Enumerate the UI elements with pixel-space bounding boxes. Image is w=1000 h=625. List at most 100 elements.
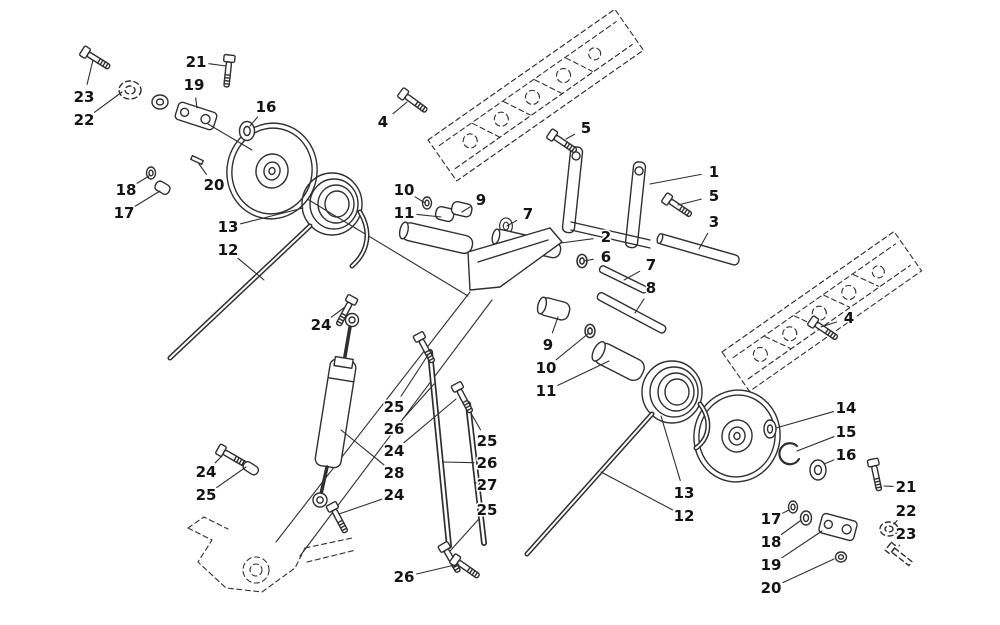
leader-line	[551, 316, 559, 334]
spacer-ring	[787, 500, 799, 514]
bolt-part	[220, 53, 236, 89]
idler-wheel-left	[226, 122, 318, 220]
axle-adjuster-cluster-right	[763, 419, 913, 567]
leader-line	[506, 219, 518, 227]
leader-line	[402, 383, 435, 420]
leader-line	[557, 360, 610, 386]
torsion-spring-right	[524, 360, 711, 557]
mounting-bracket	[561, 146, 651, 249]
callout-12: 12	[218, 241, 239, 259]
leader-line	[400, 354, 429, 397]
leader-line	[649, 173, 702, 185]
callout-1: 1	[709, 163, 719, 181]
leader-line	[240, 207, 304, 225]
leader-line	[583, 258, 594, 262]
callout-23: 23	[74, 88, 95, 106]
frame-cross-member	[187, 516, 357, 593]
leader-line	[782, 509, 790, 514]
axle-adjuster-cluster-left	[118, 80, 256, 196]
callout-10: 10	[536, 359, 557, 377]
callout-11: 11	[536, 382, 557, 400]
callout-20: 20	[761, 579, 782, 597]
callout-22: 22	[896, 502, 917, 520]
leader-line	[823, 459, 835, 465]
callout-10: 10	[394, 181, 415, 199]
torsion-spring-left	[167, 172, 370, 361]
leader-line	[677, 198, 702, 206]
leader-line	[403, 398, 457, 444]
bolt-part	[325, 500, 352, 536]
callout-4: 4	[844, 309, 854, 327]
callout-7: 7	[646, 256, 656, 274]
callout-19: 19	[184, 76, 205, 94]
callout-12: 12	[674, 507, 695, 525]
callout-6: 6	[601, 248, 611, 266]
leader-line	[340, 429, 385, 466]
callout-17: 17	[761, 510, 782, 528]
callout-27: 27	[477, 476, 498, 494]
callout-23: 23	[896, 525, 917, 543]
leader-line	[195, 97, 198, 109]
callout-18: 18	[761, 533, 782, 551]
callout-9: 9	[476, 191, 486, 209]
rear-arm-shaft-assembly	[398, 196, 740, 382]
leader-line	[698, 232, 709, 250]
callout-20: 20	[204, 176, 225, 194]
leader-line	[893, 520, 898, 525]
leader-line	[600, 471, 674, 511]
washer-part	[238, 120, 256, 142]
callout-15: 15	[836, 423, 857, 441]
bolt-part	[450, 380, 477, 416]
bolt-part	[806, 314, 841, 344]
callout-24: 24	[196, 463, 217, 481]
leader-line	[216, 466, 247, 489]
leader-line	[208, 63, 227, 67]
leader-line	[449, 519, 479, 552]
leader-line	[414, 196, 426, 204]
leader-line	[782, 558, 835, 584]
callout-18: 18	[116, 181, 137, 199]
leader-line	[442, 461, 475, 464]
callout-24: 24	[384, 486, 405, 504]
callout-5: 5	[581, 119, 591, 137]
leader-line	[134, 190, 161, 207]
callout-26: 26	[477, 454, 498, 472]
callout-4: 4	[378, 113, 388, 131]
callout-26: 26	[394, 568, 415, 586]
leader-line	[330, 306, 346, 318]
leader-line	[136, 175, 150, 184]
idler-wheel-right	[693, 389, 781, 483]
callout-24: 24	[384, 442, 405, 460]
leader-line	[555, 332, 590, 361]
leader-line	[623, 270, 641, 281]
callout-25: 25	[196, 486, 217, 504]
callout-9: 9	[543, 336, 553, 354]
callout-13: 13	[218, 218, 239, 236]
leader-line	[660, 415, 681, 482]
callout-25: 25	[384, 398, 405, 416]
callout-25: 25	[477, 432, 498, 450]
callout-7: 7	[523, 205, 533, 223]
callout-5: 5	[709, 187, 719, 205]
leader-lines	[86, 59, 900, 584]
callout-17: 17	[114, 204, 135, 222]
callout-28: 28	[384, 464, 405, 482]
leader-line	[416, 563, 460, 575]
leader-line	[461, 206, 471, 213]
leader-line	[249, 116, 259, 127]
callout-11: 11	[394, 204, 415, 222]
callout-19: 19	[761, 556, 782, 574]
leader-line	[634, 298, 645, 314]
callout-16: 16	[836, 446, 857, 464]
fasteners	[78, 44, 886, 582]
leader-line	[86, 59, 94, 85]
callout-16: 16	[256, 98, 277, 116]
circlip-part	[778, 442, 801, 466]
bolt-part	[660, 191, 695, 221]
leader-line	[214, 455, 223, 464]
leader-line	[416, 213, 442, 218]
callout-13: 13	[674, 484, 695, 502]
bolt-part	[545, 127, 580, 157]
